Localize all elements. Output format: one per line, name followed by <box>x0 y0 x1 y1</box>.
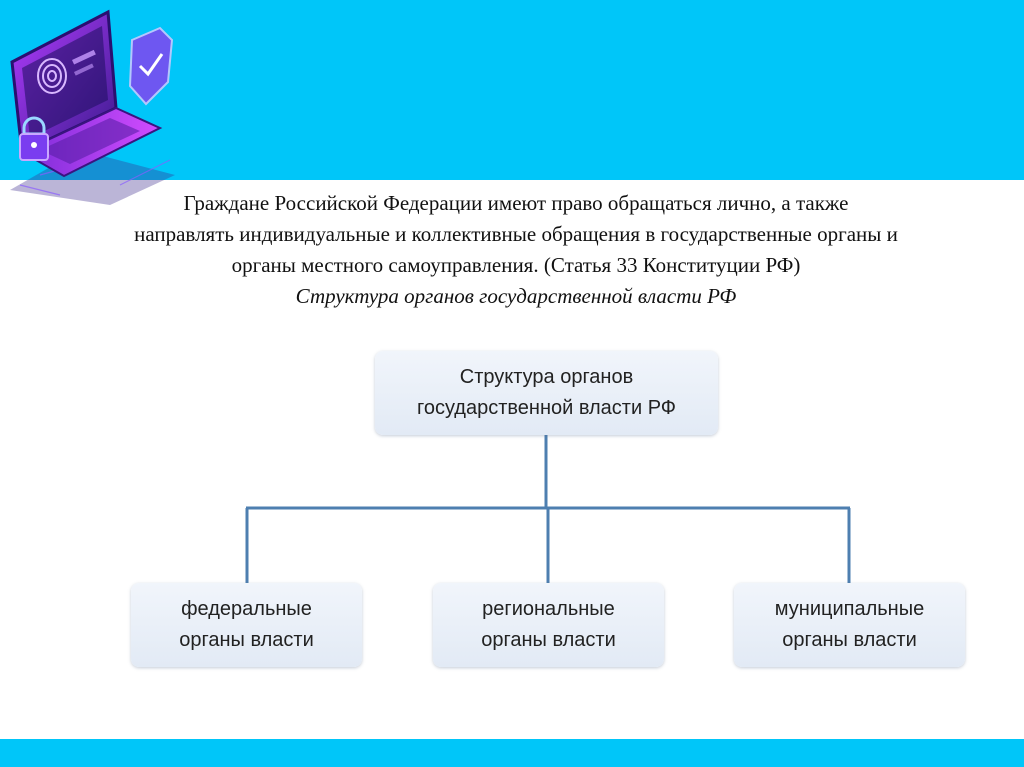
regional-node-line: органы власти <box>481 625 616 656</box>
federal-node-line: органы власти <box>179 625 314 656</box>
federal-node-line: федеральные <box>179 594 314 625</box>
federal-node-box: федеральные органы власти <box>131 583 362 667</box>
municipal-node-line: муниципальные <box>775 594 924 625</box>
root-node-line: государственной власти РФ <box>417 393 676 424</box>
regional-node-line: региональные <box>481 594 616 625</box>
municipal-node-line: органы власти <box>775 625 924 656</box>
root-node-box: Структура органов государственной власти… <box>375 351 718 435</box>
regional-node-box: региональные органы власти <box>433 583 664 667</box>
root-node-line: Структура органов <box>417 362 676 393</box>
municipal-node-box: муниципальные органы власти <box>734 583 965 667</box>
